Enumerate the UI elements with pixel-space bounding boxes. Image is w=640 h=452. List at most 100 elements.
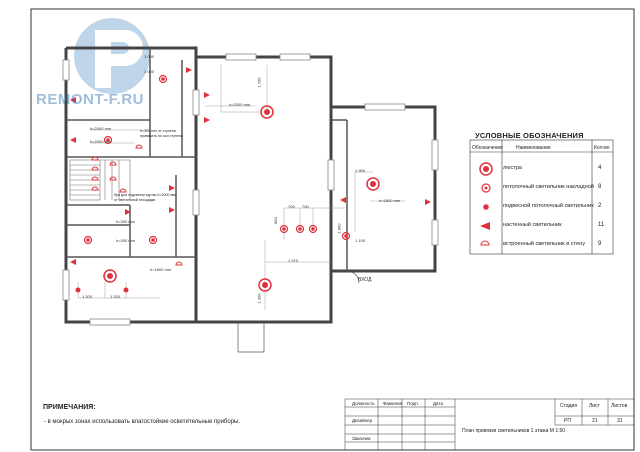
wall-light-mark [70, 259, 76, 265]
ceiling-light-mark [341, 231, 351, 241]
landing-note: бра для подсветки куртки h=2000 мм от св… [114, 193, 176, 202]
dim-label: h=2000 mm [229, 102, 251, 107]
tb-position-header: Должность [352, 401, 375, 406]
ceiling-light-mark [279, 224, 289, 234]
wall-light-icon [480, 222, 490, 230]
dim-label: 1 800 [336, 223, 342, 234]
chandelier-mark [366, 177, 380, 191]
wall-light-mark [169, 185, 175, 191]
wall-light-mark [70, 137, 76, 143]
legend-col-symbol: Обозначение [472, 145, 503, 151]
legend-table [469, 139, 614, 255]
pendant-light-marks [75, 287, 129, 293]
chandelier-icon [479, 162, 493, 176]
wall-light-mark [204, 117, 210, 123]
legend-row: настенный светильник 11 [470, 217, 613, 236]
ceiling-light-mark [103, 135, 113, 145]
legend-item-name: встроенный светильник в стену [503, 241, 586, 247]
tb-surname-header: Фамилия [383, 401, 403, 406]
tb-stage-value: РП [564, 418, 571, 424]
legend-row: потолочный светильник накладной 8 [470, 179, 613, 198]
windows [62, 53, 439, 326]
notes-title: ПРИМЕЧАНИЯ: [43, 404, 96, 411]
dim-label: h=300 mm [116, 219, 136, 224]
tb-customer-label: Заказчик [352, 436, 371, 441]
ceiling-light-marks [83, 74, 351, 245]
wall-light-mark [425, 199, 431, 205]
tb-sheets-value: 31 [617, 418, 623, 424]
recessed-light-mark [119, 188, 127, 193]
ceiling-pendant-light-icon [483, 204, 489, 210]
ceiling-light-mark [158, 74, 168, 84]
tb-sign-header: Подп. [407, 401, 419, 406]
legend-item-qty: 8 [598, 184, 602, 190]
dim-label: 1 900 [355, 168, 366, 173]
legend-col-qty: Кол-во [594, 145, 610, 151]
watermark-text: REMONT-F.RU [36, 91, 144, 108]
dim-label: 1 000 [144, 54, 155, 59]
dim-label: 1 100 [355, 238, 366, 243]
legend-item-qty: 4 [598, 165, 602, 171]
dim-label: 1 200 [82, 294, 93, 299]
recessed-light-mark [175, 261, 183, 266]
legend-item-qty: 9 [598, 241, 602, 247]
recessed-light-mark [91, 186, 99, 191]
entry-label: ВХОД [358, 277, 372, 283]
dim-label: 1 700 [256, 77, 262, 88]
legend-item-qty: 11 [598, 222, 605, 228]
dim-label: 1 000 [144, 69, 155, 74]
wall-light-mark [125, 209, 131, 215]
tb-sheet-value: 21 [592, 418, 598, 424]
stair-note: h=300 mm от ступени привязать по оси сту… [140, 129, 183, 138]
chandelier-marks [103, 105, 380, 292]
recessed-light-marks [91, 144, 183, 266]
recessed-light-mark [91, 176, 99, 181]
dim-label: h=300 mm [116, 238, 136, 243]
legend-item-name: люстра [503, 165, 523, 171]
dim-label: 700 [288, 204, 295, 209]
tb-sheets-header: Листов [611, 403, 628, 409]
chandelier-mark [260, 105, 274, 119]
legend-item-qty: 2 [598, 203, 602, 209]
tb-date-header: Дата [433, 401, 443, 406]
tb-designer-label: Дизайнер [352, 418, 373, 423]
wall-light-mark [70, 97, 76, 103]
legend-item-name: подвесной потолочный светильник [503, 203, 594, 209]
recessed-light-mark [109, 176, 117, 181]
recessed-light-mark [109, 161, 117, 166]
dim-label: h=2000 mm [90, 126, 112, 131]
wall-light-mark [204, 92, 210, 98]
tb-stage-header: Стадия [560, 403, 578, 409]
ceiling-light-mark [295, 224, 305, 234]
legend-col-name: Наименование [516, 145, 551, 151]
tb-sheet-header: Лист [589, 403, 600, 409]
dim-label: 1 300 [256, 293, 262, 304]
ceiling-light-mark [83, 235, 93, 245]
dim-label: h=2000 mm [90, 139, 112, 144]
legend-item-name: потолочный светильник накладной [503, 184, 594, 190]
dim-label: 880 [272, 217, 278, 224]
dim-label: 1 200 [110, 294, 121, 299]
legend-item-name: настенный светильник [503, 222, 562, 228]
entry-door [237, 270, 360, 353]
recessed-light-mark [91, 156, 99, 161]
legend-row: встроенный светильник в стену 9 [470, 236, 613, 255]
wall-light-mark [186, 67, 192, 73]
legend-row: люстра 4 [470, 160, 613, 179]
chandelier-mark [103, 269, 117, 283]
dim-label: 700 [302, 204, 309, 209]
ceiling-surface-light-icon [481, 183, 491, 193]
pendant-light-mark [123, 287, 129, 293]
dim-label: h=1600 mm [379, 198, 401, 203]
pendant-light-mark [75, 287, 81, 293]
dimension-lines [77, 64, 405, 310]
chandelier-mark [258, 278, 272, 292]
notes-line: - в мокрых зонах использовать влагостойк… [44, 419, 241, 425]
recessed-light-mark [135, 144, 143, 149]
wall-light-mark [340, 197, 346, 203]
watermark-logo-icon [74, 18, 150, 94]
staircase [69, 159, 131, 201]
dim-label: 1 970 [288, 258, 299, 263]
ceiling-light-mark [148, 235, 158, 245]
